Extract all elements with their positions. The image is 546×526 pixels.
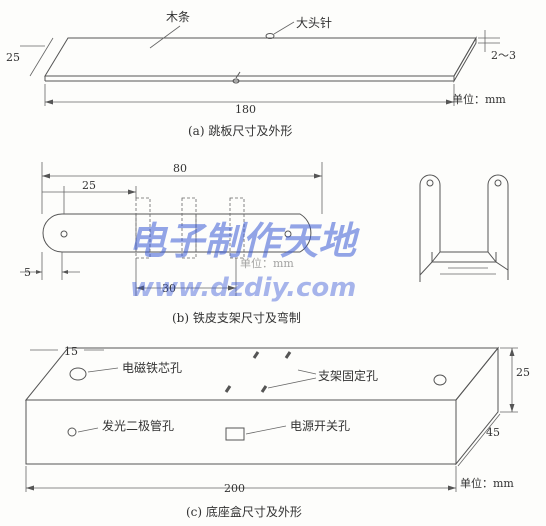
bracket-bent-3d [419,174,509,282]
label-coil-hole: 电磁铁芯孔 [122,360,182,375]
unit-c: 单位：mm [460,476,514,490]
board-end-face [453,36,477,83]
label-led-hole: 发光二极管孔 [102,418,174,433]
led-hole-icon [67,427,77,437]
panel-b-bracket [20,162,509,296]
label-bracket-holes: 支架固定孔 [318,368,378,383]
label-switch-hole: 电源开关孔 [290,419,350,433]
box-front-face [25,399,457,465]
dim-c-height: 25 [516,366,530,379]
label-pin: 大头针 [296,15,332,30]
pin-head-icon [265,33,275,39]
coil-hole-icon [69,367,87,381]
dim-a-length: 180 [235,103,256,116]
dim-c-length: 200 [224,482,245,495]
unit-b: 单位：mm [240,256,294,270]
panel-a-springboard [20,21,500,106]
watermark-cn: 电子制作天地 [128,219,361,263]
dim-a-width: 25 [6,51,20,64]
dim-b-total: 80 [173,162,187,175]
dim-b-25: 25 [82,179,96,192]
caption-a: (a) 跳板尺寸及外形 [188,124,292,138]
caption-b: (b) 铁皮支架尺寸及弯制 [172,310,301,325]
box-side-face [455,346,499,466]
panel-c-base-box [24,346,518,492]
dim-c-depth: 45 [486,426,500,439]
watermark-url: www.dzdiy.com [130,273,356,303]
dim-b-5: 5 [24,266,31,279]
dim-c-15: 15 [64,345,78,358]
unit-a: 单位：mm [452,92,506,106]
dim-a-thickness: 2～3 [491,49,516,62]
pin-tip-icon [235,71,241,79]
label-wood-strip: 木条 [166,10,190,24]
caption-c: (c) 底座盒尺寸及外形 [186,504,302,519]
bracket-flat-strip [42,213,312,253]
box-top-face [24,347,500,401]
dim-b-30: 30 [162,282,176,295]
board-top-face [44,37,477,77]
switch-hole-icon [225,427,245,441]
